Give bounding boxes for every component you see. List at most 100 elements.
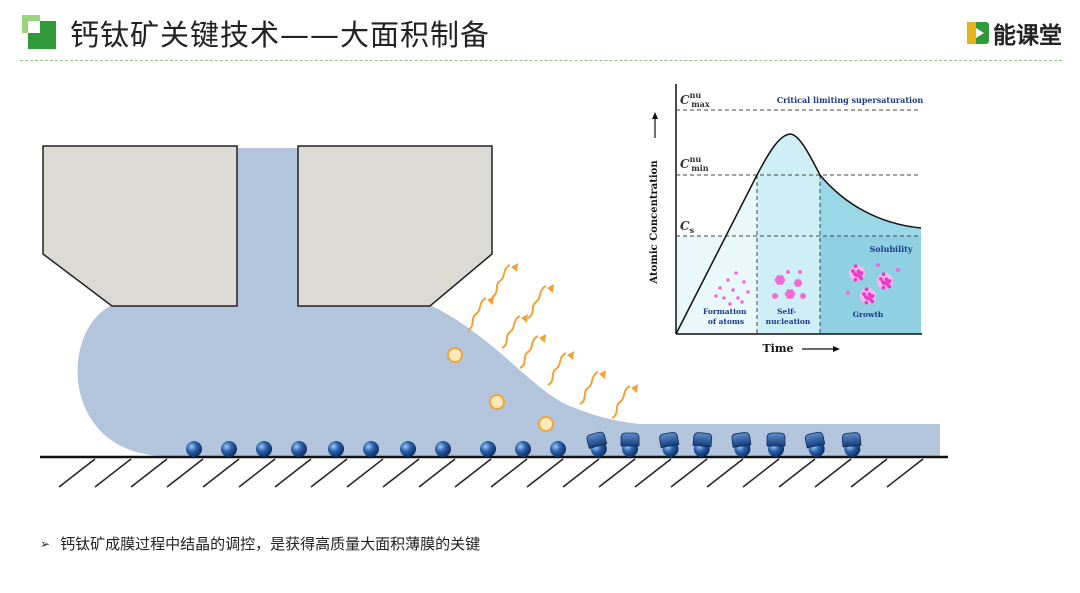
nuclei-clusters [771,270,807,299]
page-title: 钙钛矿关键技术——大面积制备 [70,18,491,52]
brand-name: 能课堂 [993,23,1062,49]
atom-dot [731,288,735,292]
evaporation-arrow [547,352,567,386]
nucleus [328,441,344,457]
bubble [538,416,554,432]
hatch-line [94,458,132,488]
crystal-grain [804,431,826,457]
title-square-icon [22,15,56,49]
crystal-grain [766,432,786,457]
hatch-line [310,458,348,488]
hatch-line [670,458,708,488]
phase-label-growth: Growth [853,310,884,319]
crystal-grain [586,431,608,457]
solubility-label: Solubility [869,244,912,254]
arrow-head [599,370,606,379]
evaporation-arrows [467,263,638,419]
brand-mark-icon [967,22,989,44]
grown-crystal [849,264,865,282]
hatch-line [454,458,492,488]
atom-dots [714,271,750,306]
cs-label: Cs [680,219,695,235]
hatch-line [562,458,600,488]
perovskite-crystals [586,431,862,457]
atom-dot [714,294,718,298]
grown-crystal [876,263,880,267]
cluster [793,279,803,287]
nucleus [221,441,237,457]
crystal-grain [731,432,752,457]
perovskite-nuclei [186,441,566,457]
hatch-line [778,458,816,488]
atom-dot [742,280,746,284]
brand-logo: 能课堂 [967,18,1062,49]
atom-dot [718,286,722,290]
atom-dot [746,290,750,294]
atom-dot [736,296,740,300]
hatch-line [274,458,312,488]
bubble [447,347,463,363]
head-left-block [42,145,238,307]
cluster [771,293,779,299]
atom-dot [728,302,732,306]
nucleus [400,441,416,457]
evaporation-arrow [491,264,511,298]
cluster [797,270,803,274]
bullet-point: ➢ 钙钛矿成膜过程中结晶的调控，是获得高质量大面积薄膜的关键 [40,533,480,554]
hatch-line [130,458,168,488]
hatch-line [526,458,564,488]
nucleus [363,441,379,457]
solvent-bubbles [447,347,554,432]
coating-head [42,145,493,307]
bullet-text: 钙钛矿成膜过程中结晶的调控，是获得高质量大面积薄膜的关键 [60,535,481,553]
hatch-line [598,458,636,488]
evaporation-arrow [519,335,539,369]
arrow-head [521,314,528,323]
nucleus [480,441,496,457]
atom-dot [740,300,744,304]
bullet-arrow-icon: ➢ [40,536,51,551]
hatch-line [202,458,240,488]
critical-supersaturation-label: Critical limiting supersaturation [777,95,924,105]
grown-crystal [846,291,850,295]
nucleus [291,441,307,457]
hatch-line [238,458,276,488]
cluster [774,275,786,285]
bubble [489,394,505,410]
nucleus [515,441,531,457]
nucleus [186,441,202,457]
hatch-line [58,458,96,488]
crystal-grain [620,432,640,457]
header-divider [20,60,1062,61]
hatch-line [814,458,852,488]
hatch-line [886,458,924,488]
hatch-line [418,458,456,488]
concentration-curve [675,133,922,335]
atom-dot [734,271,738,275]
y-axis-label: Atomic Concentration [649,160,660,285]
evaporation-arrow [527,285,547,319]
substrate [40,455,948,488]
atom-dot [726,278,730,282]
cluster [784,289,796,299]
hatch-line [742,458,780,488]
crystal-grain [841,432,862,457]
arrow-head [567,351,574,360]
nucleus [550,441,566,457]
phase-label-formation: Formation of atoms [703,307,749,326]
grown-crystal [860,287,876,305]
atom-dot [722,296,726,300]
evaporation-arrow [501,315,521,349]
evaporation-arrow [467,297,487,331]
nucleus [256,441,272,457]
phase-label-nucleation: Self- nucleation [766,307,811,326]
grown-crystal [896,268,900,272]
hatch-line [634,458,672,488]
nucleus [435,441,451,457]
hatch-line [850,458,888,488]
growth-crystals [846,263,900,305]
